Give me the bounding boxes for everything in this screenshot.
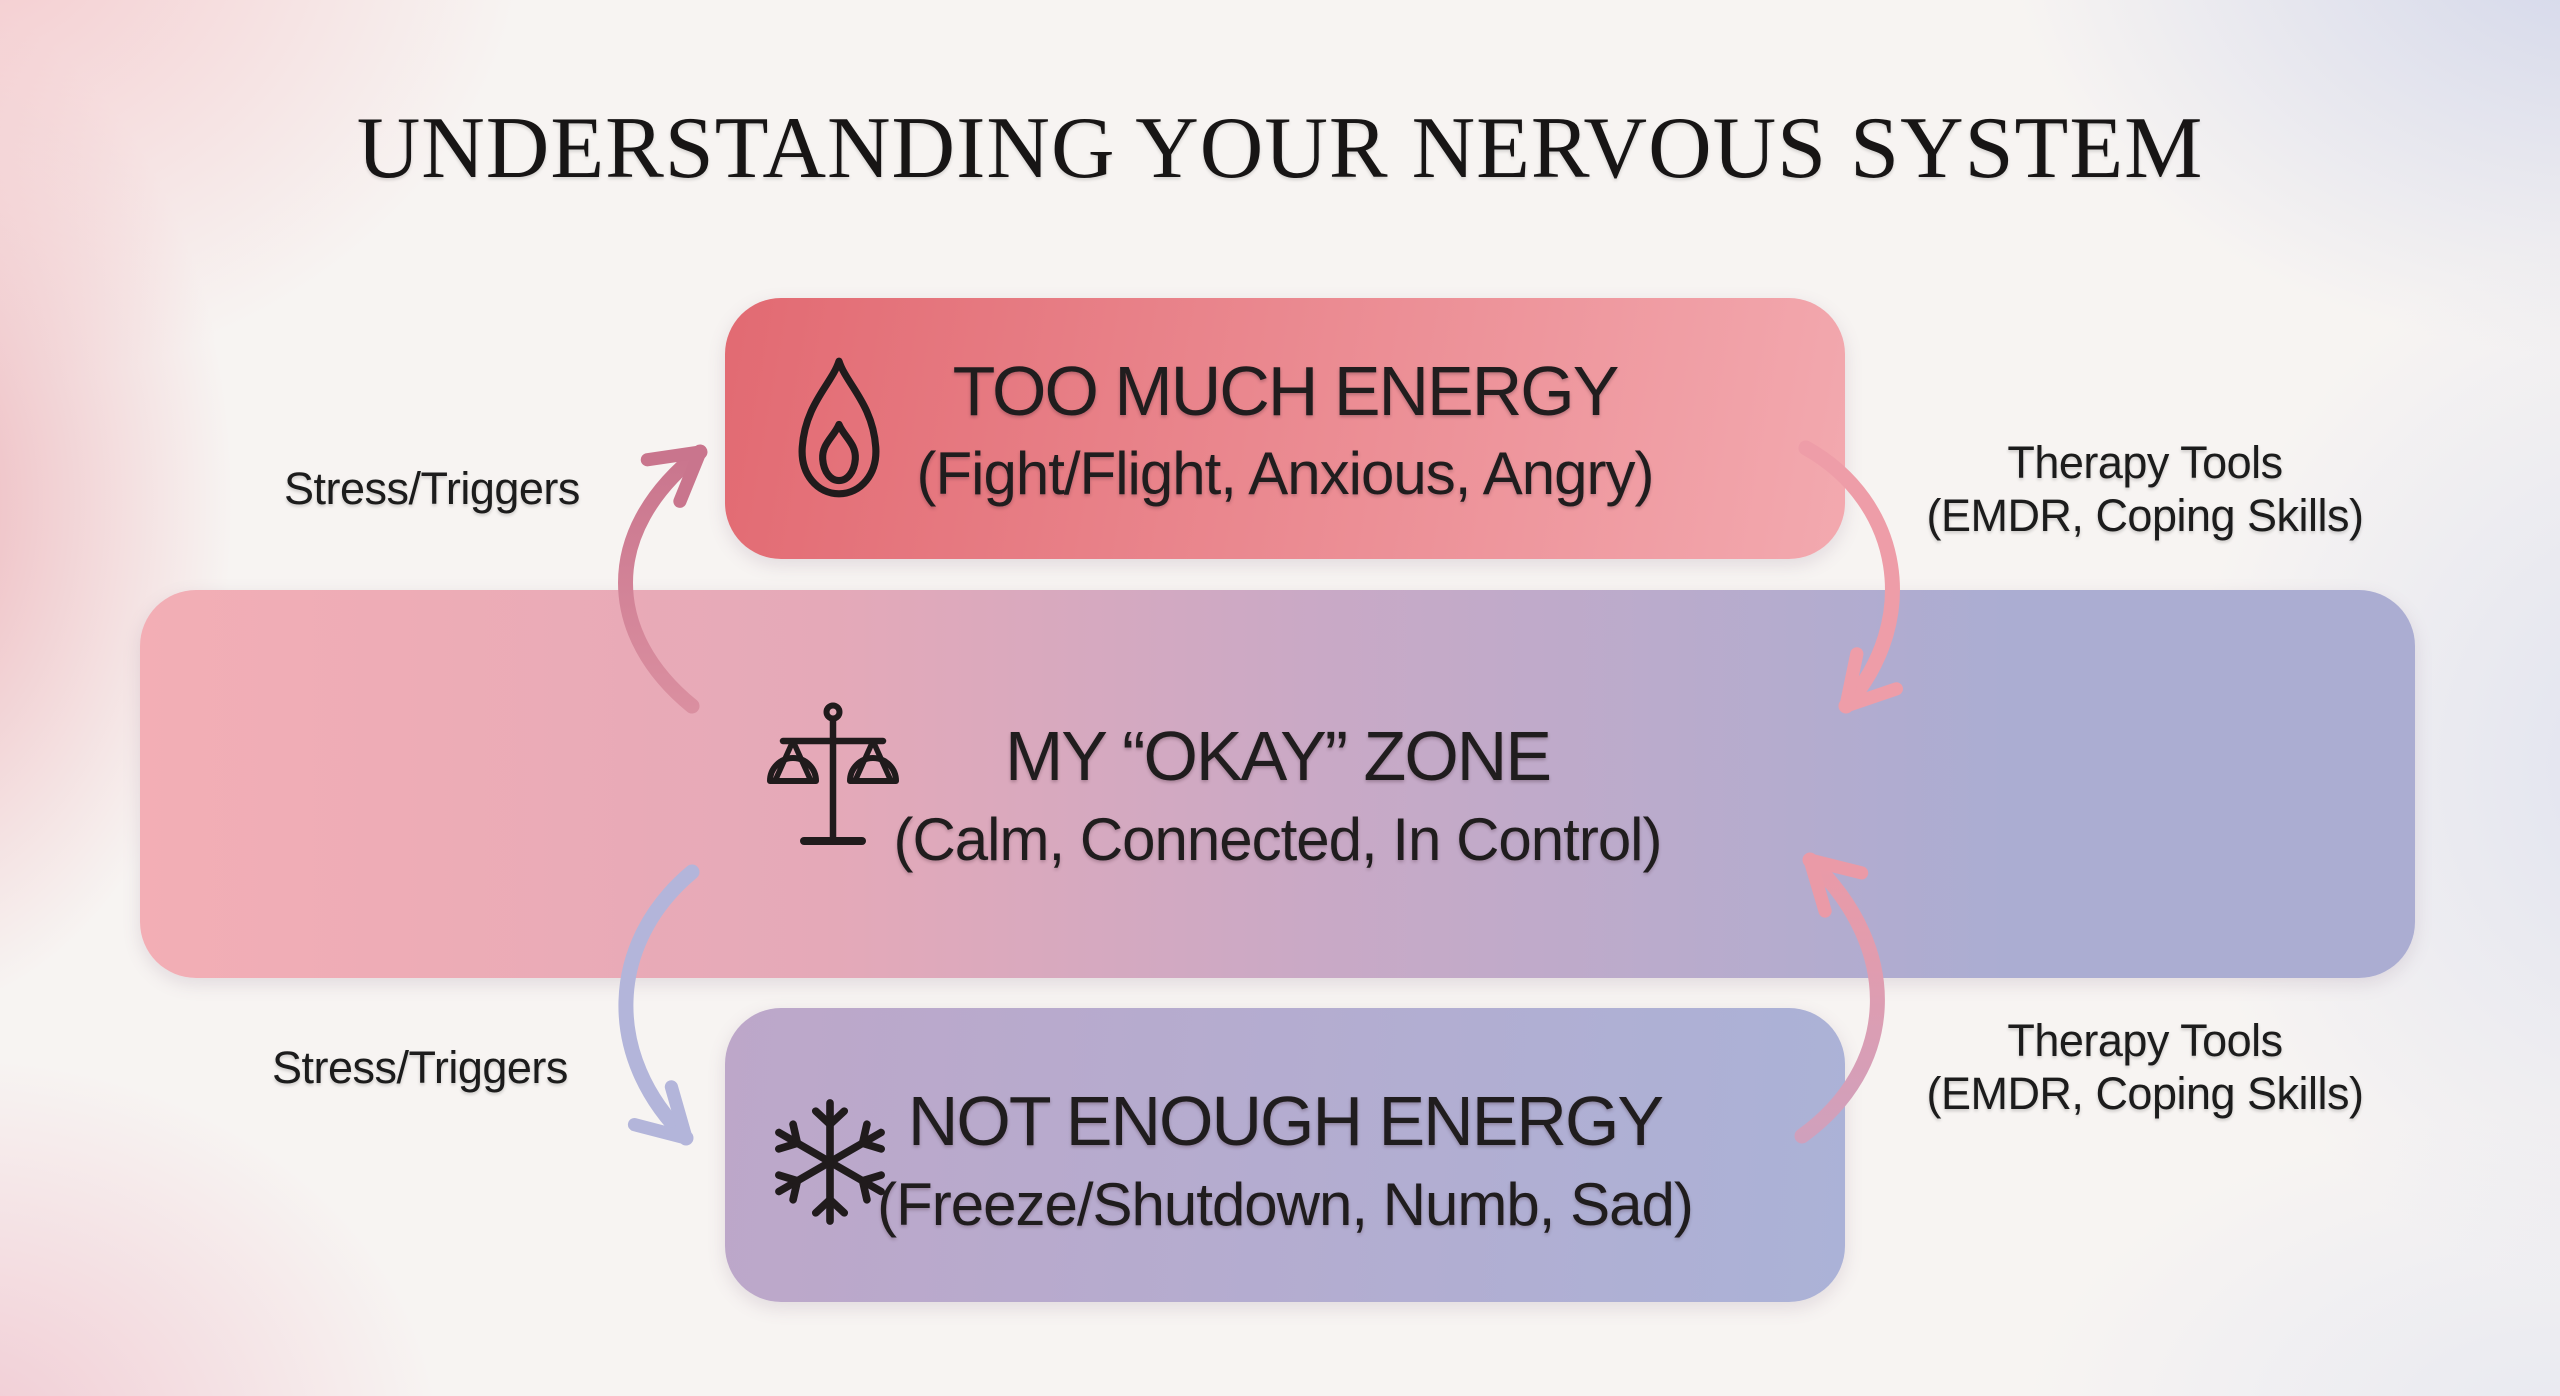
zone-not-enough-energy-text: NOT ENOUGH ENERGY (Freeze/Shutdown, Numb…	[725, 1008, 1845, 1302]
snowflake-icon	[771, 1099, 889, 1234]
zone-too-much-energy: TOO MUCH ENERGY (Fight/Flight, Anxious, …	[725, 298, 1845, 559]
zone-heading: NOT ENOUGH ENERGY	[907, 1082, 1664, 1161]
stress-triggers-label-top: Stress/Triggers	[284, 463, 580, 514]
zone-heading: MY “OKAY” ZONE	[1004, 717, 1552, 796]
therapy-tools-label-top: Therapy Tools (EMDR, Coping Skills)	[1880, 436, 2410, 542]
flame-icon	[798, 357, 880, 498]
therapy-tools-line1: Therapy Tools	[2007, 1015, 2283, 1066]
zone-okay-text: MY “OKAY” ZONE (Calm, Connected, In Cont…	[140, 590, 2415, 978]
zone-too-much-energy-text: TOO MUCH ENERGY (Fight/Flight, Anxious, …	[725, 298, 1845, 559]
zone-subtitle: (Freeze/Shutdown, Numb, Sad)	[877, 1170, 1694, 1238]
therapy-tools-line2: (EMDR, Coping Skills)	[1926, 490, 2364, 542]
zone-subtitle: (Fight/Flight, Anxious, Angry)	[916, 440, 1655, 508]
zone-subtitle: (Calm, Connected, In Control)	[893, 805, 1663, 873]
therapy-tools-label-bottom: Therapy Tools (EMDR, Coping Skills)	[1880, 1014, 2410, 1120]
zone-heading: TOO MUCH ENERGY	[952, 351, 1620, 430]
stress-triggers-label-bottom: Stress/Triggers	[272, 1042, 568, 1093]
balance-scale-icon	[767, 702, 899, 845]
page-title: UNDERSTANDING YOUR NERVOUS SYSTEM	[356, 100, 2204, 197]
zone-okay: MY “OKAY” ZONE (Calm, Connected, In Cont…	[140, 590, 2415, 978]
therapy-tools-line2: (EMDR, Coping Skills)	[1926, 1068, 2364, 1120]
therapy-tools-line1: Therapy Tools	[2007, 437, 2283, 488]
zone-not-enough-energy: NOT ENOUGH ENERGY (Freeze/Shutdown, Numb…	[725, 1008, 1845, 1302]
